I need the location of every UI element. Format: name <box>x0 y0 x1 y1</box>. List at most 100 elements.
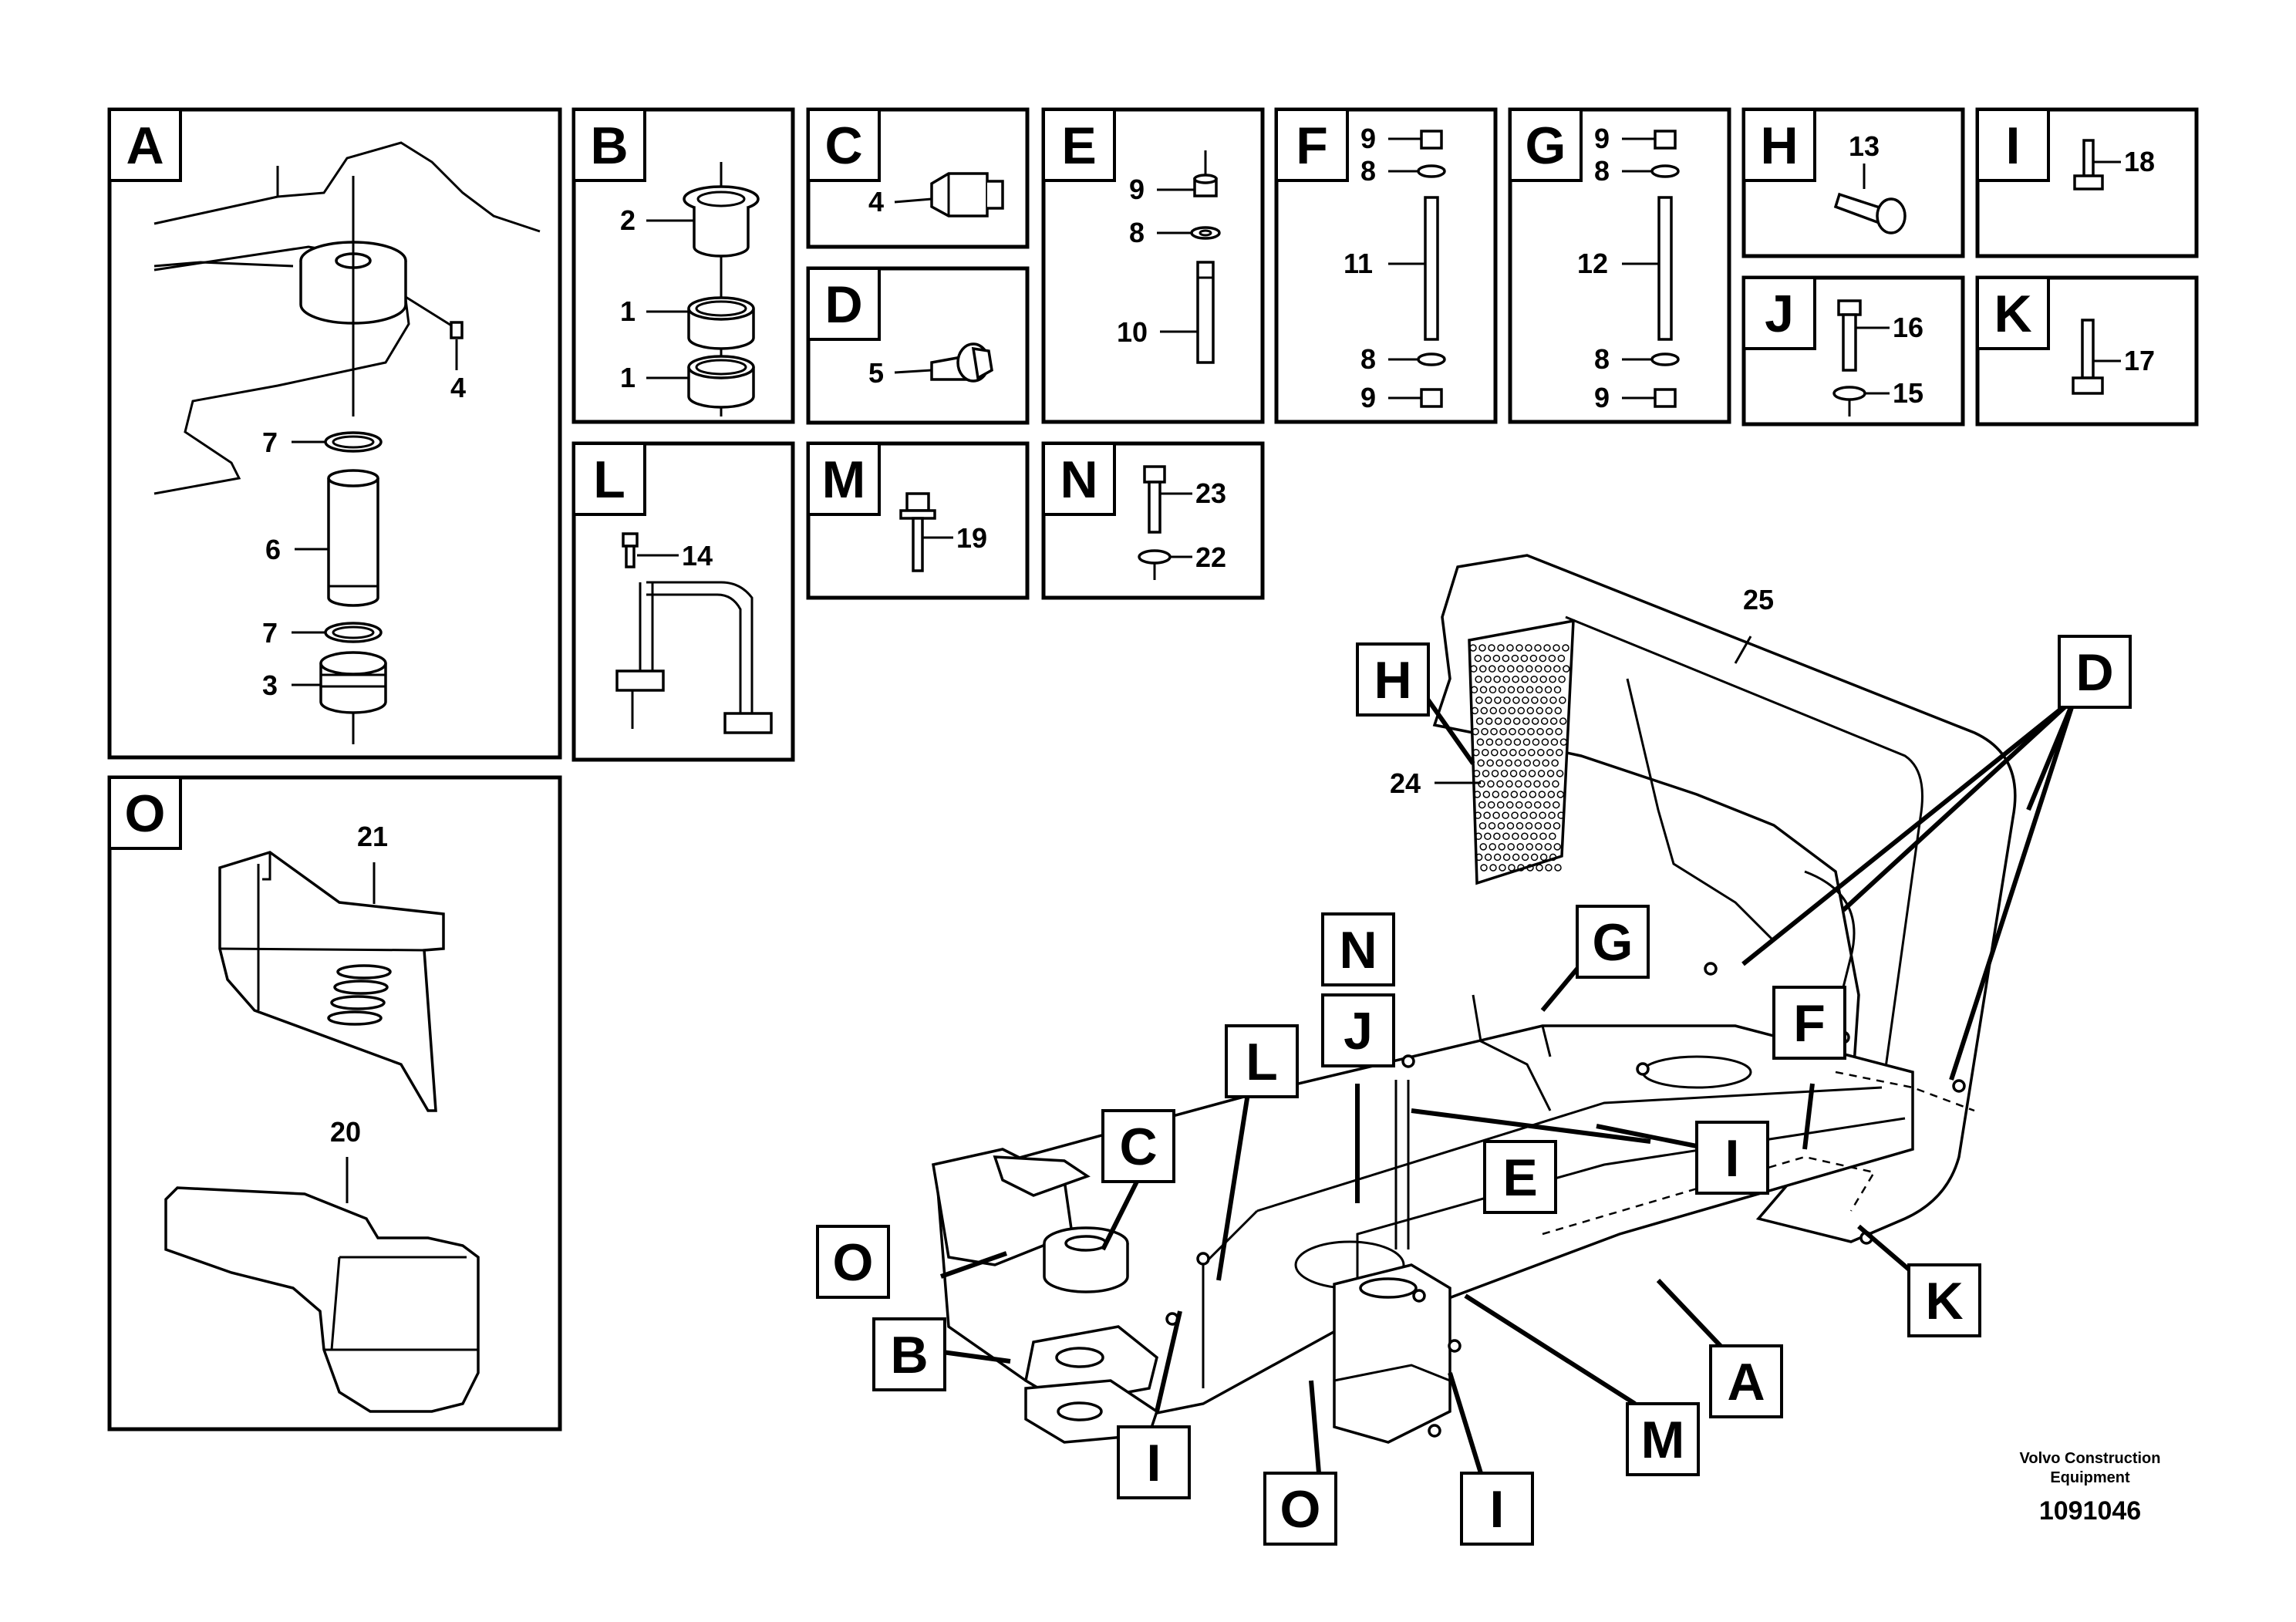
mesh-hole <box>1502 654 1510 663</box>
mesh-hole <box>1542 780 1550 788</box>
mesh-hole <box>1548 811 1556 819</box>
main-tag-o-left: O <box>816 1225 890 1299</box>
mesh-hole <box>1549 717 1558 725</box>
mesh-hole <box>1503 717 1512 725</box>
mesh-hole <box>1553 686 1562 694</box>
mesh-hole <box>1553 665 1561 673</box>
mesh-hole <box>1488 644 1495 652</box>
main-tag-n: N <box>1321 912 1395 986</box>
mesh-hole <box>1549 832 1556 841</box>
mesh-hole <box>1530 832 1538 841</box>
mesh-hole <box>1489 843 1496 851</box>
mesh-hole <box>1491 748 1499 757</box>
drawing-number: 1091046 <box>2039 1496 2141 1526</box>
mesh-hole <box>1480 864 1488 872</box>
mesh-hole <box>1531 717 1539 725</box>
panel-b-callout-1a: 1 <box>620 295 636 327</box>
mesh-hole <box>1477 759 1485 767</box>
main-tag-a: A <box>1709 1344 1783 1418</box>
mesh-hole <box>1499 706 1507 715</box>
mesh-hole <box>1502 811 1509 819</box>
svg-text:D: D <box>2075 643 2113 702</box>
svg-text:F: F <box>1793 994 1826 1053</box>
mesh-hole <box>1487 801 1495 809</box>
mesh-hole <box>1480 706 1489 715</box>
mesh-hole <box>1478 801 1486 809</box>
panel-c-letter: C <box>824 116 862 175</box>
mesh-pattern <box>1469 644 1570 872</box>
mesh-hole <box>1512 696 1520 704</box>
panel-n-callout-23: 23 <box>1195 477 1226 509</box>
mesh-hole <box>1497 821 1505 830</box>
mesh-hole <box>1528 770 1536 777</box>
mesh-hole <box>1534 821 1542 830</box>
panel-k-callout-17: 17 <box>2124 345 2155 376</box>
mesh-hole <box>1515 644 1523 652</box>
mesh-hole <box>1526 706 1535 715</box>
mesh-hole <box>1539 832 1547 841</box>
mesh-hole <box>1516 665 1524 673</box>
mesh-hole <box>1512 675 1519 683</box>
mesh-hole <box>1476 738 1485 746</box>
mesh-hole <box>1538 791 1546 798</box>
mesh-hole <box>1507 686 1515 694</box>
mesh-hole <box>1511 811 1519 819</box>
mesh-hole <box>1526 864 1534 872</box>
mesh-hole <box>1559 717 1567 725</box>
mesh-hole <box>1492 654 1501 663</box>
panel-a-callout-4: 4 <box>450 372 466 403</box>
main-tag-j: J <box>1321 993 1395 1067</box>
mesh-hole <box>1475 717 1484 725</box>
mesh-hole <box>1489 706 1498 715</box>
panel-j-callout-15: 15 <box>1893 377 1923 409</box>
mesh-hole <box>1471 706 1479 715</box>
mesh-hole <box>1524 801 1532 809</box>
mesh-hole <box>1546 748 1554 757</box>
panel-e-callout-9: 9 <box>1129 174 1145 205</box>
main-tag-o-bottom: O <box>1263 1472 1337 1546</box>
panel-j: J 16 15 <box>1741 275 1965 427</box>
main-assembly: 24 25 <box>816 554 2132 1546</box>
mesh-hole <box>1523 759 1531 767</box>
panel-h-callout-13: 13 <box>1849 130 1880 162</box>
mesh-hole <box>1485 738 1494 746</box>
mesh-hole <box>1514 759 1522 767</box>
svg-text:L: L <box>1246 1033 1278 1091</box>
mesh-hole <box>1512 717 1521 725</box>
panel-e-callout-8: 8 <box>1129 217 1145 248</box>
mesh-hole <box>1492 791 1500 798</box>
panel-e-callout-10: 10 <box>1117 316 1148 348</box>
mesh-hole <box>1496 801 1505 809</box>
panel-l-callout-14: 14 <box>682 540 713 572</box>
panel-f-letter: F <box>1296 116 1328 175</box>
mesh-hole <box>1529 791 1537 798</box>
mesh-hole <box>1563 665 1570 673</box>
panel-m: M 19 <box>806 441 1030 600</box>
mesh-hole <box>1521 832 1529 841</box>
panel-g-callout-9a: 9 <box>1594 123 1610 154</box>
svg-text:J: J <box>1344 1002 1373 1061</box>
mesh-hole <box>1490 727 1498 736</box>
panel-f-callout-9b: 9 <box>1360 382 1376 413</box>
mesh-hole <box>1542 759 1549 767</box>
main-callout-24: 24 <box>1390 767 1421 799</box>
mesh-hole <box>1536 706 1544 715</box>
mesh-hole <box>1539 675 1547 683</box>
mesh-hole <box>1479 665 1487 673</box>
mesh-hole <box>1494 696 1502 704</box>
mesh-hole <box>1482 770 1490 777</box>
panel-m-callout-19: 19 <box>956 522 987 554</box>
mesh-hole <box>1551 759 1559 767</box>
mesh-hole <box>1472 748 1480 757</box>
mesh-hole <box>1545 706 1553 715</box>
mesh-hole <box>1506 644 1514 652</box>
mesh-hole <box>1482 748 1489 757</box>
mesh-hole <box>1529 811 1537 819</box>
mesh-hole <box>1502 853 1511 862</box>
mesh-hole <box>1493 853 1502 862</box>
mesh-hole <box>1535 686 1543 694</box>
svg-text:M: M <box>1641 1411 1685 1469</box>
panel-g-letter: G <box>1526 116 1566 175</box>
panel-n-letter: N <box>1060 450 1097 509</box>
